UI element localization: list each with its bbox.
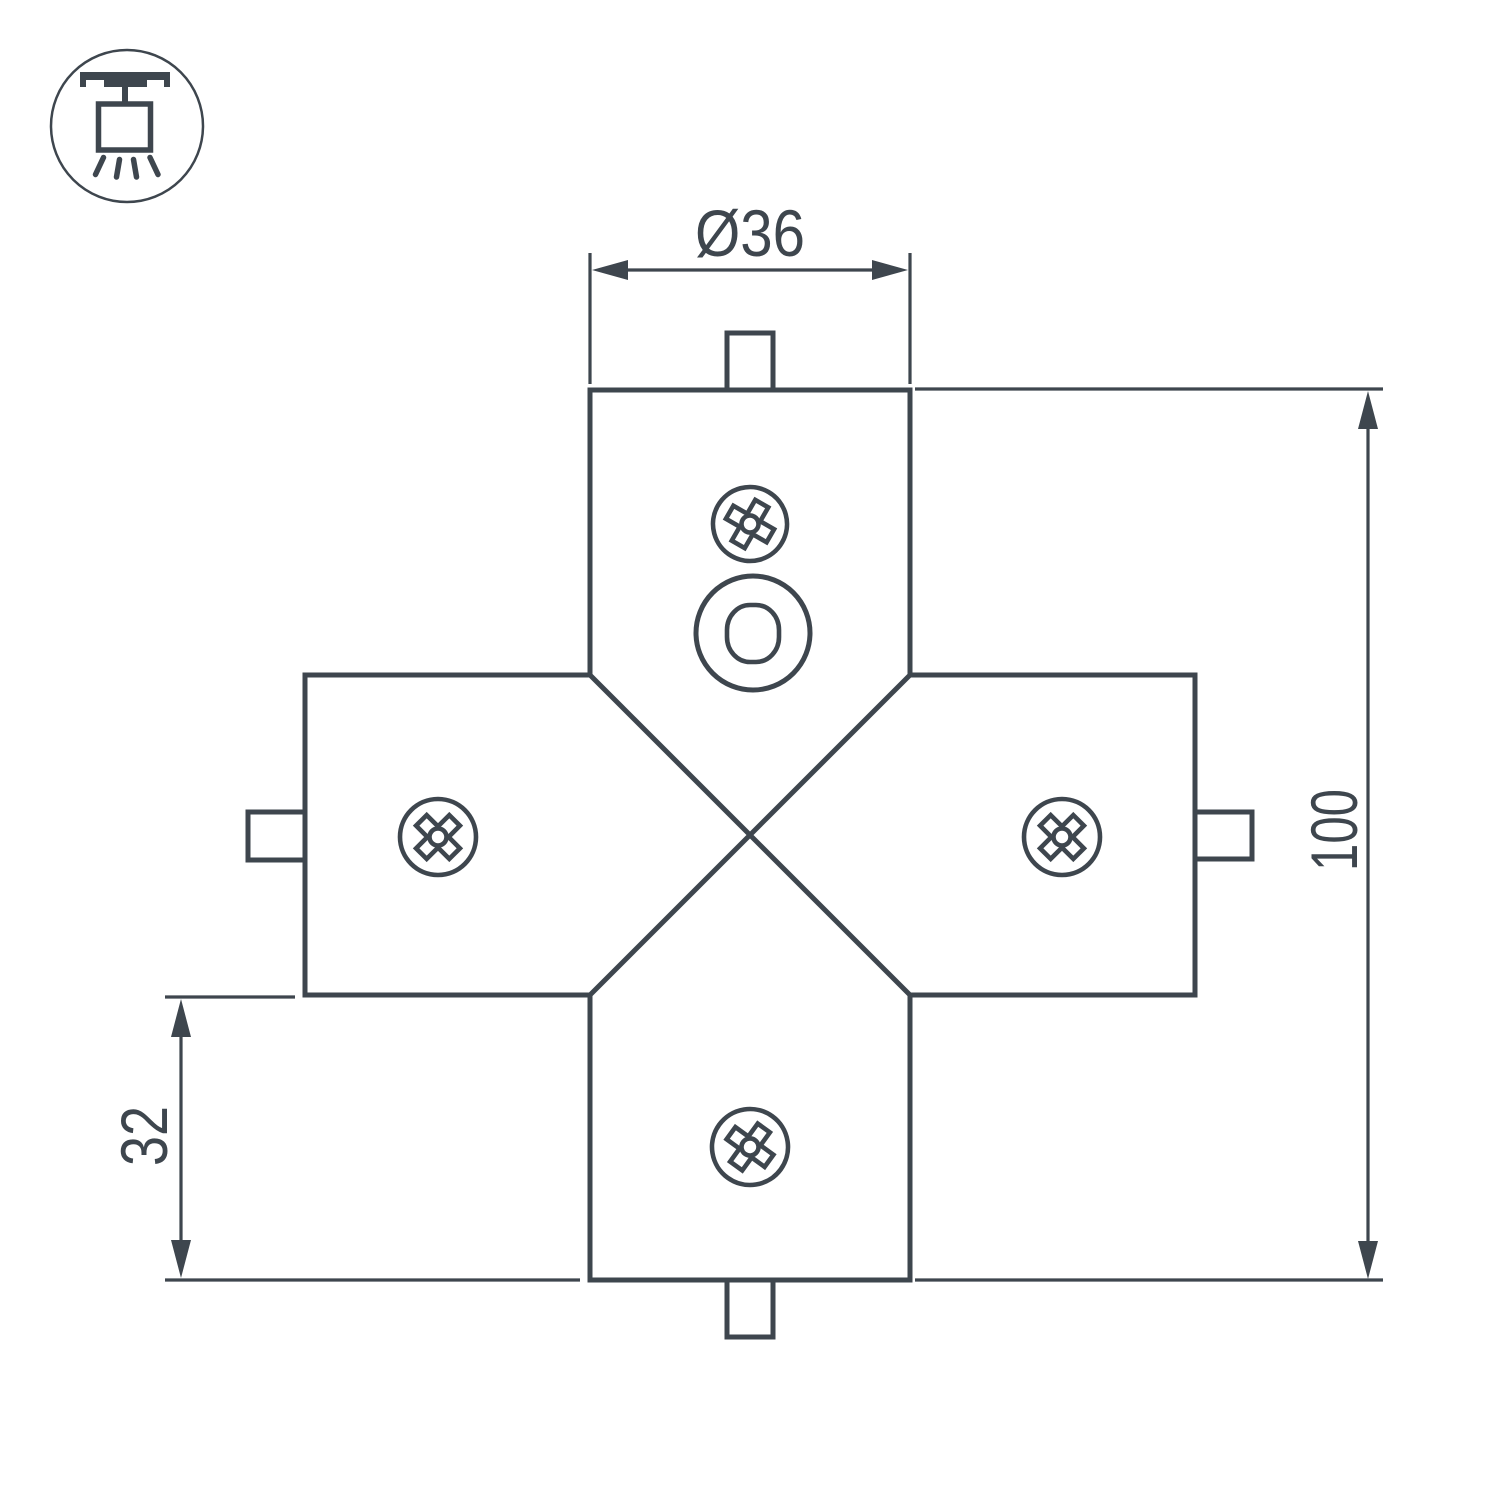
arrowhead-bottom: [1358, 1241, 1378, 1279]
track-bar: [104, 80, 147, 87]
tab-top: [724, 330, 776, 393]
arrowhead-top: [1358, 391, 1378, 429]
tab-left: [245, 809, 308, 863]
lamp-body: [95, 101, 154, 153]
tab-bottom: [724, 1276, 776, 1340]
lamp-stem: [122, 87, 128, 105]
screw-icon: [710, 484, 790, 564]
extension-lines: [915, 387, 1383, 1282]
hole-bore: [724, 602, 782, 665]
dimension-label: Ø36: [695, 196, 805, 270]
screw-icon: [1021, 796, 1103, 878]
tab-right: [1192, 809, 1255, 862]
arrowhead-bottom: [171, 1240, 191, 1278]
arrowhead-left: [592, 260, 628, 280]
shaft-hole: [693, 573, 813, 693]
arrowhead-right: [872, 260, 908, 280]
connector-body: [245, 330, 1255, 1340]
dimension-arm-depth: 32: [107, 995, 580, 1282]
extension-lines: [588, 253, 912, 384]
mitre-x-lines: [588, 673, 912, 997]
light-rays-icon: [92, 154, 161, 180]
screw-icon: [709, 1106, 791, 1188]
badge-circle: [49, 48, 205, 204]
extension-lines: [165, 995, 580, 1282]
dimension-overall-height: 100: [915, 387, 1383, 1282]
dimension-label: 32: [107, 1106, 181, 1166]
dimension-label: 100: [1297, 789, 1371, 871]
screw-center: [739, 1136, 761, 1158]
screw-center: [427, 826, 449, 848]
screw-center: [739, 513, 761, 535]
ceiling-tick-right: [164, 80, 170, 87]
hole-outer: [693, 573, 813, 693]
ceiling-mounted-light-icon: [49, 48, 205, 204]
dimension-diameter: Ø36: [588, 196, 912, 384]
ceiling-tick-left: [80, 80, 86, 87]
screw-center: [1051, 826, 1073, 848]
arrowhead-top: [171, 999, 191, 1037]
screw-icon: [397, 796, 479, 878]
ceiling-bar: [80, 72, 170, 80]
